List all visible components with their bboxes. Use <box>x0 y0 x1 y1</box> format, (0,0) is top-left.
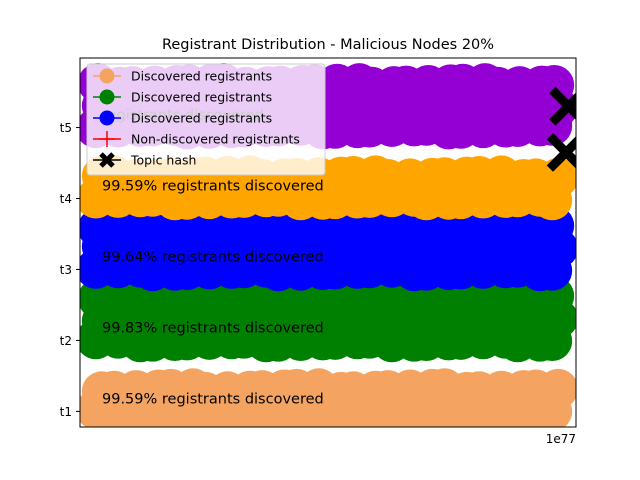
legend-marker <box>99 131 115 147</box>
legend-entry: Discovered registrants <box>93 89 272 105</box>
legend-label: Non-discovered registrants <box>131 132 300 147</box>
series-t2 <box>80 276 576 363</box>
legend-box <box>86 63 326 176</box>
legend-label: Discovered registrants <box>131 69 272 84</box>
registrant-point <box>538 368 576 409</box>
legend-marker <box>99 89 115 105</box>
legend-marker <box>99 68 115 84</box>
y-tick-label: t2 <box>60 334 72 348</box>
legend-marker <box>99 110 115 126</box>
legend-label: Topic hash <box>130 153 196 168</box>
legend-label: Discovered registrants <box>131 111 272 126</box>
x-offset-label: 1e77 <box>546 432 576 446</box>
topic-hash-marker <box>549 86 576 126</box>
plot-frame <box>79 57 577 428</box>
topic-hash-marker <box>546 133 576 172</box>
legend-entry: Topic hash <box>93 152 196 168</box>
chart-title: Registrant Distribution - Malicious Node… <box>162 37 494 53</box>
legend-label: Discovered registrants <box>131 90 272 105</box>
legend-marker <box>99 152 115 168</box>
registrant-point <box>538 157 576 198</box>
legend-entry: Discovered registrants <box>93 110 272 126</box>
annotation-t3: 99.64% registrants discovered <box>102 249 324 265</box>
series-t1 <box>80 368 576 427</box>
annotation-t2: 99.83% registrants discovered <box>102 320 324 336</box>
legend-entry: Discovered registrants <box>93 68 272 84</box>
annotation-layer: 99.59% registrants discovered 99.83% regi… <box>102 108 324 408</box>
registrant-point <box>534 64 575 105</box>
y-tick-label: t4 <box>60 192 72 206</box>
y-tick-label: t1 <box>60 405 72 419</box>
annotation-t4: 99.59% registrants discovered <box>102 179 324 195</box>
annotation-t1: 99.59% registrants discovered <box>102 391 324 407</box>
y-axis: t1 t2 t3 t4 t5 <box>60 121 80 419</box>
y-tick-label: t3 <box>60 263 72 277</box>
legend-entry: Non-discovered registrants <box>93 131 300 147</box>
y-tick-label: t5 <box>60 121 72 135</box>
